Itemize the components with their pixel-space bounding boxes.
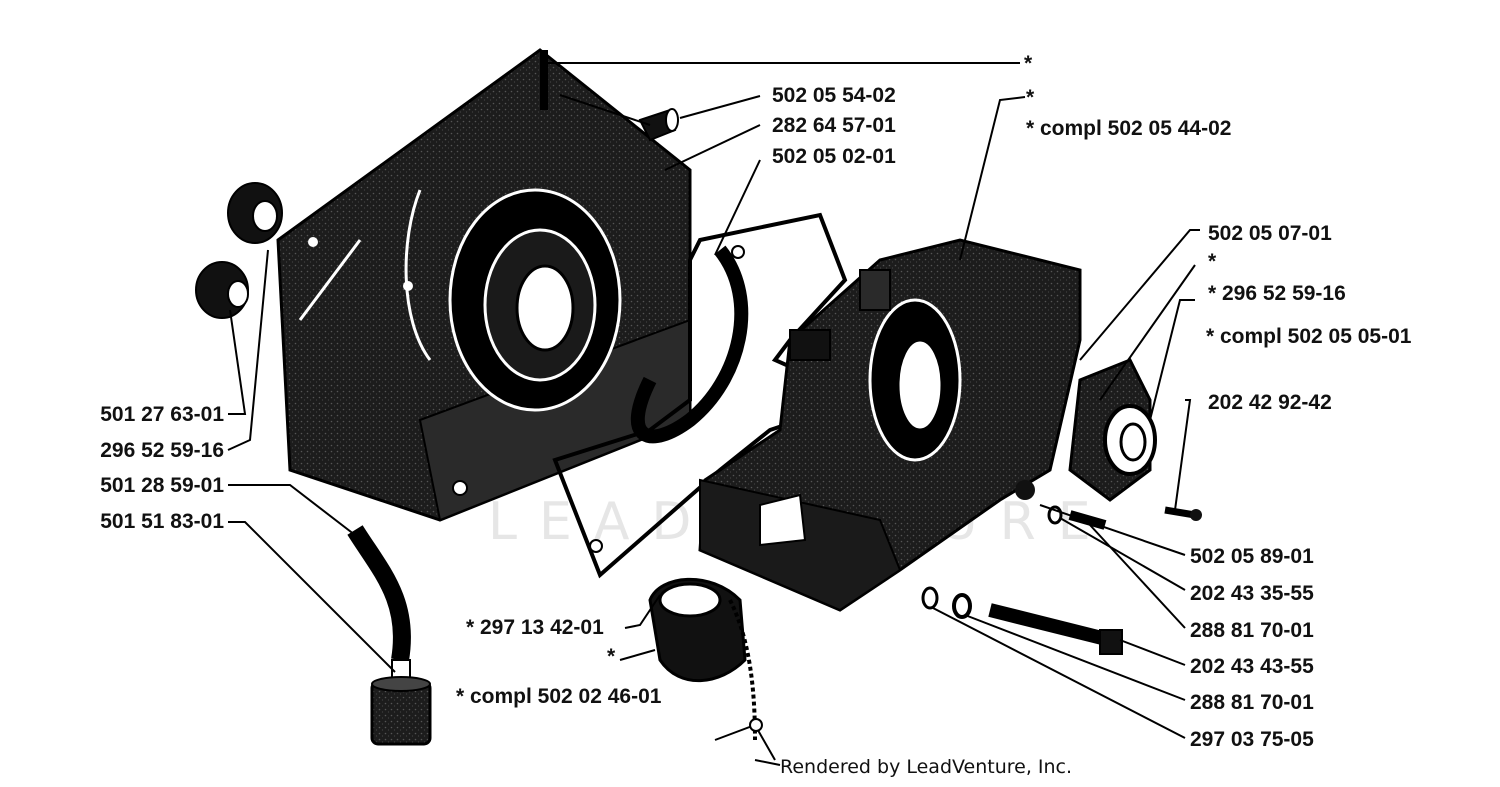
label-202-43-43-55[interactable]: 202 43 43-55 bbox=[1190, 655, 1314, 678]
label-star-right: * bbox=[1208, 250, 1217, 273]
label-top-star-2: * bbox=[1026, 86, 1035, 109]
label-288-81-70-01-a[interactable]: 288 81 70-01 bbox=[1190, 619, 1314, 642]
label-202-43-35-55[interactable]: 202 43 35-55 bbox=[1190, 582, 1314, 605]
oil-seal-and-bearing bbox=[195, 182, 283, 319]
label-502-05-07-01[interactable]: 502 05 07-01 bbox=[1208, 222, 1332, 245]
label-202-42-92-42[interactable]: 202 42 92-42 bbox=[1208, 391, 1332, 414]
label-compl-502-02-46-01[interactable]: * compl 502 02 46-01 bbox=[456, 685, 662, 708]
leader-lines bbox=[227, 62, 1200, 766]
label-282-64-57-01[interactable]: 282 64 57-01 bbox=[772, 114, 896, 137]
label-296-52-59-16-right[interactable]: * 296 52 59-16 bbox=[1208, 282, 1346, 305]
label-502-05-89-01[interactable]: 502 05 89-01 bbox=[1190, 545, 1314, 568]
screw-top bbox=[638, 108, 679, 142]
crankcase-gasket bbox=[552, 212, 848, 579]
render-credit: Rendered by LeadVenture, Inc. bbox=[780, 756, 1073, 778]
label-502-05-02-01[interactable]: 502 05 02-01 bbox=[772, 145, 896, 168]
label-501-51-83-01[interactable]: 501 51 83-01 bbox=[100, 510, 224, 533]
label-288-81-70-01-b[interactable]: 288 81 70-01 bbox=[1190, 691, 1314, 714]
right-crankcase-half bbox=[698, 238, 1082, 612]
label-star-cap: * bbox=[607, 645, 616, 668]
bolts-and-washers bbox=[921, 505, 1202, 655]
label-502-05-54-02[interactable]: 502 05 54-02 bbox=[772, 84, 896, 107]
bearing-housing bbox=[1015, 358, 1157, 502]
label-501-27-63-01[interactable]: 501 27 63-01 bbox=[100, 403, 224, 426]
oil-hose-and-filter bbox=[347, 525, 432, 746]
label-297-13-42-01[interactable]: * 297 13 42-01 bbox=[466, 616, 604, 639]
label-501-28-59-01[interactable]: 501 28 59-01 bbox=[100, 474, 224, 497]
oil-tank-cap bbox=[648, 577, 776, 761]
label-296-52-59-16-left[interactable]: 296 52 59-16 bbox=[100, 439, 224, 462]
label-top-star-1: * bbox=[1024, 52, 1033, 75]
left-crankcase-half bbox=[276, 48, 692, 522]
label-compl-502-05-05-01[interactable]: * compl 502 05 05-01 bbox=[1206, 325, 1412, 348]
label-compl-crankcase[interactable]: * compl 502 05 44-02 bbox=[1026, 117, 1232, 140]
label-297-03-75-05[interactable]: 297 03 75-05 bbox=[1190, 728, 1314, 751]
